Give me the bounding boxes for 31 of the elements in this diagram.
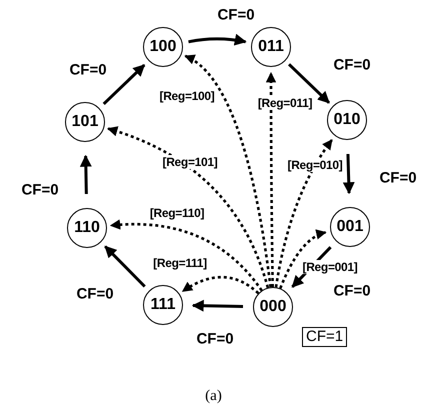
edge-label: [Reg=101] [162, 155, 218, 169]
edge-label: [Reg=100] [158, 89, 216, 103]
edge-label: [Reg=110] [148, 206, 206, 220]
dashed-arrow [182, 276, 260, 294]
arrow [342, 154, 355, 194]
edge-label: [Reg=001] [302, 260, 358, 274]
arrow [104, 245, 146, 288]
edge-label: [Reg=010] [286, 158, 344, 172]
state-circle: 100 [143, 27, 183, 67]
state-circle: 000 [253, 287, 293, 327]
edge-label: [Reg=111] [152, 256, 208, 270]
boxed-condition: CF=1 [302, 327, 348, 347]
arrow [102, 64, 146, 106]
arrow [188, 34, 247, 46]
caption: (a) [204, 388, 223, 405]
dashed-arrow [107, 126, 270, 288]
dashed-arrow [279, 230, 327, 289]
state-circle: 011 [251, 27, 291, 67]
state-circle: 111 [143, 285, 183, 325]
dashed-arrow [266, 72, 276, 288]
arrow [192, 300, 244, 312]
arrow [80, 154, 92, 194]
dashed-arrow [184, 54, 272, 288]
dashed-arrow [110, 220, 263, 292]
state-circle: 010 [327, 100, 367, 140]
edge-label: [Reg=011] [256, 96, 314, 110]
dashed-arrow [274, 139, 333, 288]
state-circle: 001 [330, 207, 370, 247]
arrow [288, 63, 330, 104]
state-circle: 110 [67, 208, 107, 248]
state-circle: 101 [65, 102, 105, 142]
